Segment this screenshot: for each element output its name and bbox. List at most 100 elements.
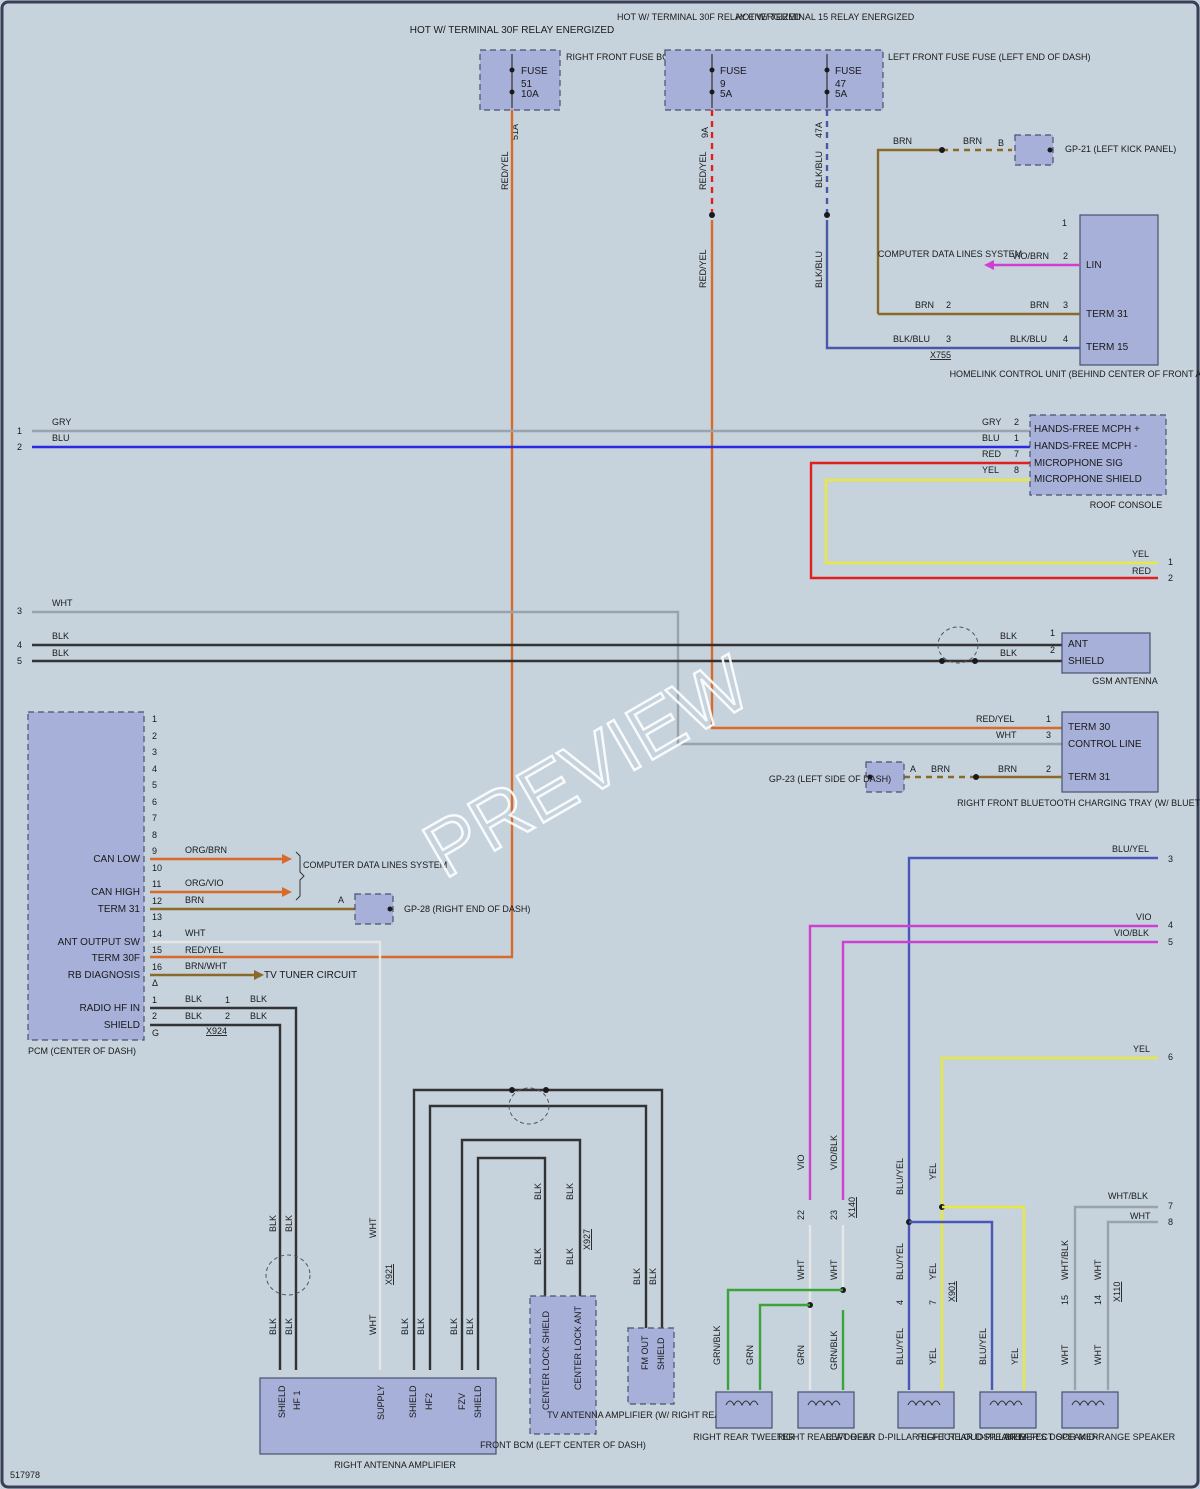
wire-blk-amp-tv-fm — [428, 1104, 648, 1370]
computer-data-lines-pcm: COMPUTER DATA LINES SYSTEM — [303, 860, 447, 870]
svg-text:4: 4 — [1168, 920, 1173, 930]
wire-label-bluyel-3: BLU/YEL — [1112, 844, 1149, 854]
right-front-fuse-box — [479, 49, 561, 111]
wire-label-blk-pcm3: BLK — [250, 994, 267, 1004]
tv-antenna-amp-label: TV ANTENNA AMPLIFIER (W/ RIGHT REAR FLAP… — [547, 1410, 755, 1420]
pin-term31-homelink: TERM 31 — [1086, 309, 1129, 320]
wire-wht-control-line — [32, 610, 1062, 746]
wire-label-grnblk-1: GRN/BLK — [712, 1325, 722, 1365]
wire-label-bluyel-v3: BLU/YEL — [895, 1328, 905, 1365]
svg-text:1: 1 — [152, 995, 157, 1005]
pin-shield-pcm: SHIELD — [104, 1020, 140, 1031]
wire-label-blkblu-hl1: BLK/BLU — [893, 334, 930, 344]
wire-label-blk-bcm2: BLK — [565, 1183, 575, 1200]
connector-x927: X927 — [582, 1229, 592, 1250]
pin-can-high: CAN HIGH — [91, 887, 140, 898]
svg-text:7: 7 — [1014, 449, 1019, 459]
svg-text:5: 5 — [17, 656, 22, 666]
wire-label-orgvio: ORG/VIO — [185, 878, 224, 888]
pin-radio-hf-in: RADIO HF IN — [79, 1003, 140, 1014]
wire-wht-8 — [1106, 1220, 1158, 1390]
svg-text:2: 2 — [1050, 645, 1055, 655]
wire-label-blu-r: BLU — [982, 433, 1000, 443]
svg-text:Δ: Δ — [152, 978, 158, 988]
wire-label-wht-amp2: WHT — [368, 1314, 378, 1335]
wire-whtblk-7 — [1073, 1205, 1158, 1390]
pin-fm-out: FM OUT — [640, 1335, 650, 1370]
ant-amp-pin-labels: SHIELD HF 1 SUPPLY SHIELD HF2 FZV SHIELD — [277, 1385, 483, 1420]
wire-bluyel-rr — [909, 1220, 994, 1390]
pin-lin: LIN — [1086, 260, 1102, 271]
svg-text:8: 8 — [152, 830, 157, 840]
svg-text:3: 3 — [1046, 730, 1051, 740]
wire-label-blk-bcm3: BLK — [533, 1248, 543, 1265]
pin-label-b: B — [998, 138, 1004, 148]
wire-label-blk-amp7: BLK — [449, 1318, 459, 1335]
pin-mcph-minus: HANDS-FREE MCPH - — [1034, 441, 1137, 452]
svg-text:9: 9 — [720, 79, 726, 90]
svg-text:3: 3 — [1168, 854, 1173, 864]
right-antenna-amplifier — [259, 1377, 497, 1455]
wire-label-redyel-1: RED/YEL — [500, 151, 510, 190]
wire-label-wht-3: WHT — [52, 598, 73, 608]
wire-label-red-r: RED — [982, 449, 1002, 459]
wire-label-wht-sp1: WHT — [796, 1259, 806, 1280]
wire-label-wht-8: WHT — [1130, 1211, 1151, 1221]
pcm-module — [27, 711, 145, 1041]
pin-term30-bt: TERM 30 — [1068, 722, 1111, 733]
connector-x755: X755 — [930, 350, 951, 360]
rr-tweeter-label: RIGHT REAR TWEETER — [693, 1432, 795, 1442]
wire-label-bluyel-v1: BLU/YEL — [895, 1158, 905, 1195]
wire-label-brn-bt: BRN — [998, 764, 1017, 774]
wire-label-blk-4: BLK — [52, 631, 69, 641]
front-bcm — [529, 1295, 597, 1435]
rr-dpillar-speaker — [979, 1391, 1037, 1429]
wire-label-yel-v1: YEL — [928, 1163, 938, 1180]
wire-label-yel-end: YEL — [1132, 549, 1149, 559]
wire-label-vio-v: VIO — [796, 1154, 806, 1170]
wire-blk-amp-bcm-ant — [460, 1138, 582, 1370]
svg-text:2: 2 — [1168, 573, 1173, 583]
pin-ant-output-sw: ANT OUTPUT SW — [58, 937, 141, 948]
svg-text:FZV: FZV — [457, 1393, 467, 1410]
wire-label-orgbrn: ORG/BRN — [185, 845, 227, 855]
wire-label-whtblk-v: WHT/BLK — [1060, 1240, 1070, 1280]
rr-woofer-speaker — [797, 1391, 855, 1429]
wire-label-viobrn: VIO/BRN — [1012, 251, 1049, 261]
shield-symbol-tv — [508, 1087, 550, 1125]
wire-label-brn-hl2: BRN — [1030, 300, 1049, 310]
gp21-ground-block — [1014, 134, 1054, 166]
wire-label-blk-bcm1: BLK — [533, 1183, 543, 1200]
pin-mcph-plus: HANDS-FREE MCPH + — [1034, 424, 1140, 435]
svg-text:6: 6 — [1168, 1052, 1173, 1062]
connector-x924: X924 — [206, 1026, 227, 1036]
wire-blk-amp-bcm-shield — [476, 1156, 547, 1370]
pin-shield-tv: SHIELD — [656, 1337, 666, 1370]
wire-label-brn-pcm: BRN — [185, 895, 204, 905]
svg-text:4: 4 — [152, 764, 157, 774]
pin-term31-bt: TERM 31 — [1068, 772, 1111, 783]
lr-dpillar-label: LEFT REAR D-PILLAR EFFECT LOUDSPEAKER — [826, 1432, 1026, 1442]
wire-label-blk-amp2: BLK — [284, 1215, 294, 1232]
svg-text:12: 12 — [152, 896, 162, 906]
right-antenna-amp-label: RIGHT ANTENNA AMPLIFIER — [334, 1460, 456, 1470]
wire-grn-tweeter — [758, 1303, 810, 1390]
connector-x921: X921 — [384, 1264, 394, 1285]
gp28-label: GP-28 (RIGHT END OF DASH) — [404, 904, 530, 914]
svg-text:FUSE: FUSE — [521, 66, 548, 77]
connector-x901: X901 — [947, 1281, 957, 1302]
pin-term30f: TERM 30F — [92, 953, 140, 964]
gp28-ground-block — [354, 893, 394, 925]
wire-vioblk-5 — [841, 940, 1158, 1200]
wire-label-yel-r: YEL — [982, 465, 999, 475]
svg-text:7: 7 — [1168, 1201, 1173, 1211]
svg-text:15: 15 — [1060, 1295, 1070, 1305]
svg-text:16: 16 — [152, 962, 162, 972]
svg-text:1: 1 — [1050, 628, 1055, 638]
wire-label-blk-pcm1: BLK — [185, 994, 202, 1004]
svg-text:6: 6 — [152, 797, 157, 807]
svg-text:FUSE: FUSE — [835, 66, 862, 77]
svg-text:2: 2 — [225, 1011, 230, 1021]
